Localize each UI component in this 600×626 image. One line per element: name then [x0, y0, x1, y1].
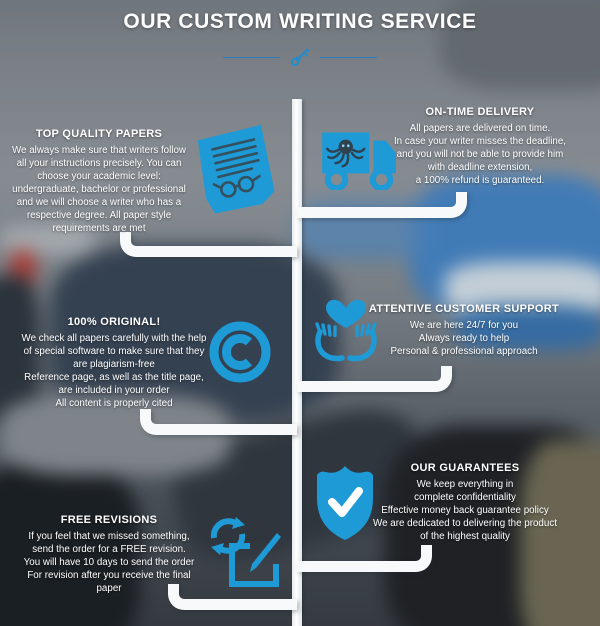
- feature-top-quality-papers: TOP QUALITY PAPERS We always make sure t…: [8, 128, 190, 235]
- section-header: OUR CUSTOM WRITING SERVICE: [0, 10, 600, 34]
- feature-title: TOP QUALITY PAPERS: [35, 128, 163, 140]
- bg-shape: [520, 440, 600, 626]
- feature-100-percent-original: 100% ORIGINAL! We check all papers caref…: [16, 316, 212, 411]
- bg-shape: [0, 395, 230, 475]
- bg-shape: [440, 0, 600, 90]
- feature-title: OUR GUARANTEES: [410, 462, 520, 474]
- timeline-branch-left-1: [120, 232, 297, 257]
- timeline-branch-right-3: [297, 545, 432, 572]
- timeline-spine: [292, 99, 302, 626]
- feature-body: If you feel that we missed something, se…: [23, 531, 195, 594]
- delivery-truck-icon: [314, 124, 400, 190]
- key-icon: [289, 46, 311, 68]
- feature-body: We keep everything in complete confident…: [373, 479, 557, 542]
- papers-icon: [187, 119, 279, 221]
- feature-body: We always make sure that writers follow …: [11, 145, 187, 234]
- timeline-branch-left-2: [140, 409, 297, 435]
- feature-title: FREE REVISIONS: [60, 514, 158, 526]
- timeline-branch-left-3: [168, 584, 297, 610]
- hands-heart-icon: [312, 296, 380, 364]
- timeline-branch-right-2: [297, 366, 452, 392]
- page-title: OUR CUSTOM WRITING SERVICE: [123, 10, 477, 33]
- shield-check-icon: [312, 460, 378, 544]
- feature-free-revisions: FREE REVISIONS If you feel that we misse…: [14, 514, 204, 596]
- feature-body: All papers are delivered on time. In cas…: [393, 123, 567, 186]
- octopus-logo: [326, 139, 366, 168]
- feature-body: We are here 24/7 for you Always ready to…: [390, 320, 538, 357]
- copyright-icon: [208, 320, 272, 384]
- feature-on-time-delivery: ON-TIME DELIVERY All papers are delivere…: [382, 106, 578, 188]
- feature-title: ATTENTIVE CUSTOMER SUPPORT: [368, 303, 560, 315]
- revision-icon: [206, 514, 284, 588]
- timeline-branch-right-1: [297, 192, 467, 218]
- title-divider: [0, 46, 600, 68]
- bg-shape: [0, 465, 140, 626]
- feature-body: We check all papers carefully with the h…: [21, 333, 207, 409]
- feature-our-guarantees: OUR GUARANTEES We keep everything in com…: [362, 462, 568, 544]
- feature-title: 100% ORIGINAL!: [67, 316, 161, 328]
- feature-title: ON-TIME DELIVERY: [425, 106, 535, 118]
- bg-shape: [50, 245, 340, 420]
- divider-line-left: [223, 56, 280, 58]
- divider-line-right: [320, 56, 377, 58]
- feature-attentive-customer-support: ATTENTIVE CUSTOMER SUPPORT We are here 2…: [358, 303, 570, 359]
- bg-shape: [455, 305, 600, 350]
